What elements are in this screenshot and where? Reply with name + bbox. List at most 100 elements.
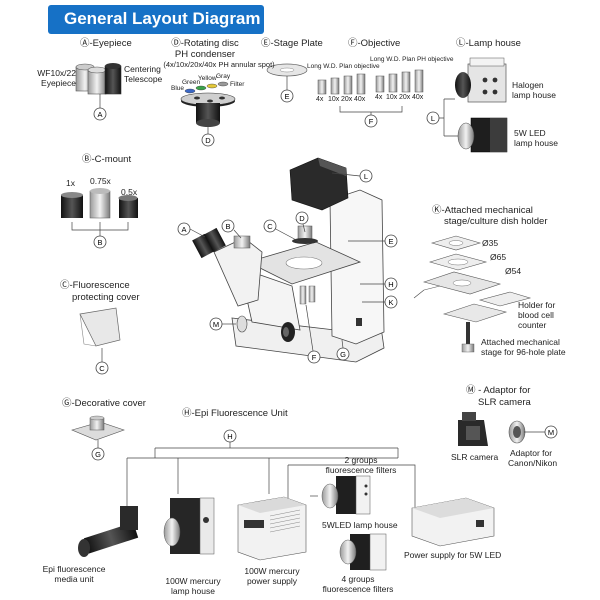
- objective-mag: 10x: [328, 96, 340, 103]
- stage-holder-drawing: [413, 235, 532, 353]
- filters-4-label: 4 groups: [341, 574, 375, 584]
- epi-title: Ⓗ-Epi Fluorescence Unit: [182, 408, 288, 419]
- decorative-cover-drawing: [71, 415, 125, 448]
- lamp-house-title: Ⓛ-Lamp house: [456, 38, 521, 49]
- callout-m: M: [209, 317, 223, 331]
- callout-e-stage-plate: E: [280, 89, 294, 103]
- dish-65: Ø65: [490, 252, 507, 262]
- callout-l-lamp-house: L: [426, 111, 440, 125]
- callout-letter: A: [97, 110, 102, 119]
- fluorescence-cover-drawing: [79, 307, 121, 362]
- callout-a: A: [177, 222, 191, 236]
- callout-a-eyepiece: A: [93, 107, 107, 121]
- stage-plate-drawing: [266, 63, 308, 90]
- dish-35: Ø35: [482, 238, 499, 248]
- mercury-lamp-label-2: lamp house: [171, 586, 215, 596]
- callout-c: C: [263, 219, 277, 233]
- callout-c-fluorescence-cover: C: [95, 361, 109, 375]
- svg-text:G: G: [340, 350, 346, 359]
- led-power-supply-drawing: [411, 497, 495, 547]
- svg-text:B: B: [97, 238, 102, 247]
- halogen-label: Halogen: [512, 80, 544, 90]
- adaptor-title-2: SLR camera: [478, 397, 531, 408]
- objective-mag: 20x: [341, 96, 353, 103]
- filter-yellow: Yellow: [198, 75, 217, 82]
- stage-holder-title-2: stage/culture dish holder: [444, 216, 548, 227]
- objective-mag: 4x: [375, 94, 383, 101]
- svg-text:K: K: [388, 298, 393, 307]
- callout-g-decorative-cover: G: [91, 447, 105, 461]
- mech-stage-label: Attached mechanical: [481, 337, 560, 347]
- objective-mag: 40x: [412, 94, 424, 101]
- svg-text:L: L: [364, 172, 368, 181]
- media-unit-label-2: media unit: [54, 574, 94, 584]
- lamp-house-drawing: [439, 57, 508, 153]
- microscope-callouts: L B C D A E H K M F G: [177, 169, 398, 364]
- led-power-supply-label: Power supply for 5W LED: [404, 550, 502, 560]
- svg-text:C: C: [267, 222, 273, 231]
- callout-k: K: [384, 295, 398, 309]
- filters-2-label-2: fluorescence filters: [325, 465, 397, 475]
- led-lamp-house-drawing: [321, 475, 371, 515]
- telescope-label: Centering: [124, 64, 161, 74]
- objective-mag: 40x: [354, 96, 366, 103]
- halogen-label-2: lamp house: [512, 90, 556, 100]
- led-lamp-house-label: 5WLED lamp house: [322, 520, 398, 530]
- cmount-size: 0.5x: [121, 187, 138, 197]
- callout-f-objective: F: [364, 114, 378, 128]
- svg-text:L: L: [431, 114, 435, 123]
- objective-group-1: Long W.D. Plan objective: [307, 63, 380, 70]
- filter-gray: Gray: [216, 73, 231, 80]
- objective-mag: 10x: [386, 94, 398, 101]
- four-group-filter-drawing: [339, 533, 387, 571]
- condenser-drawing: [180, 81, 236, 134]
- mercury-ps-label-2: power supply: [246, 576, 298, 586]
- callout-d-condenser: D: [201, 133, 215, 147]
- svg-text:A: A: [181, 225, 186, 234]
- filter-label: Filter: [230, 81, 245, 88]
- mercury-lamp-label: 100W mercury: [165, 576, 221, 586]
- svg-text:C: C: [99, 364, 105, 373]
- telescope-label-2: Telescope: [124, 74, 163, 84]
- media-unit-label: Epi fluorescence: [42, 564, 106, 574]
- eyepiece-label: WF10x/22: [37, 68, 76, 78]
- condenser-subtitle: (4x/10x/20x/40x PH annular spot): [163, 60, 275, 69]
- microscope-callout-leaders: [189, 172, 385, 352]
- svg-text:E: E: [284, 92, 289, 101]
- condenser-title: Ⓓ-Rotating disc: [171, 38, 239, 49]
- eyepiece-title: Ⓐ-Eyepiece: [80, 38, 132, 49]
- slr-adaptor-drawing: [458, 412, 545, 446]
- objective-group-2: Long W.D. Plan PH objective: [370, 56, 454, 63]
- svg-text:D: D: [299, 214, 305, 223]
- cmount-size: 1x: [66, 178, 75, 188]
- objectives-drawing: [317, 69, 424, 115]
- cmount-title: Ⓑ-C-mount: [82, 154, 132, 165]
- callout-h: H: [384, 277, 398, 291]
- callout-f: F: [307, 350, 321, 364]
- blood-holder-label-3: counter: [518, 320, 547, 330]
- deco-cover-title: Ⓖ-Decorative cover: [62, 398, 146, 409]
- adaptor-label: Adaptor for: [510, 448, 553, 458]
- svg-text:H: H: [227, 432, 232, 441]
- condenser-title-2: PH condenser: [174, 49, 236, 60]
- callout-b-cmount: B: [93, 235, 107, 249]
- epi-tree-lines: [126, 442, 416, 512]
- led-label: 5W LED: [514, 128, 546, 138]
- stage-holder-title: Ⓚ-Attached mechanical: [432, 205, 533, 216]
- filter-blue: Blue: [171, 85, 185, 92]
- callout-g: G: [336, 347, 350, 361]
- callout-e: E: [384, 234, 398, 248]
- svg-text:M: M: [548, 428, 554, 437]
- header-banner: General Layout Diagram: [48, 5, 264, 34]
- page-title: General Layout Diagram: [64, 9, 261, 28]
- fluor-cover-title-2: protecting cover: [72, 292, 140, 303]
- callout-h-epi: H: [223, 429, 237, 443]
- objective-title: Ⓕ-Objective: [348, 38, 401, 49]
- objective-mag: 20x: [399, 94, 411, 101]
- svg-text:G: G: [95, 450, 101, 459]
- svg-text:E: E: [388, 237, 393, 246]
- epi-media-unit-drawing: [78, 506, 139, 557]
- adaptor-title: Ⓜ - Adaptor for: [466, 385, 531, 396]
- mercury-ps-label: 100W mercury: [244, 566, 300, 576]
